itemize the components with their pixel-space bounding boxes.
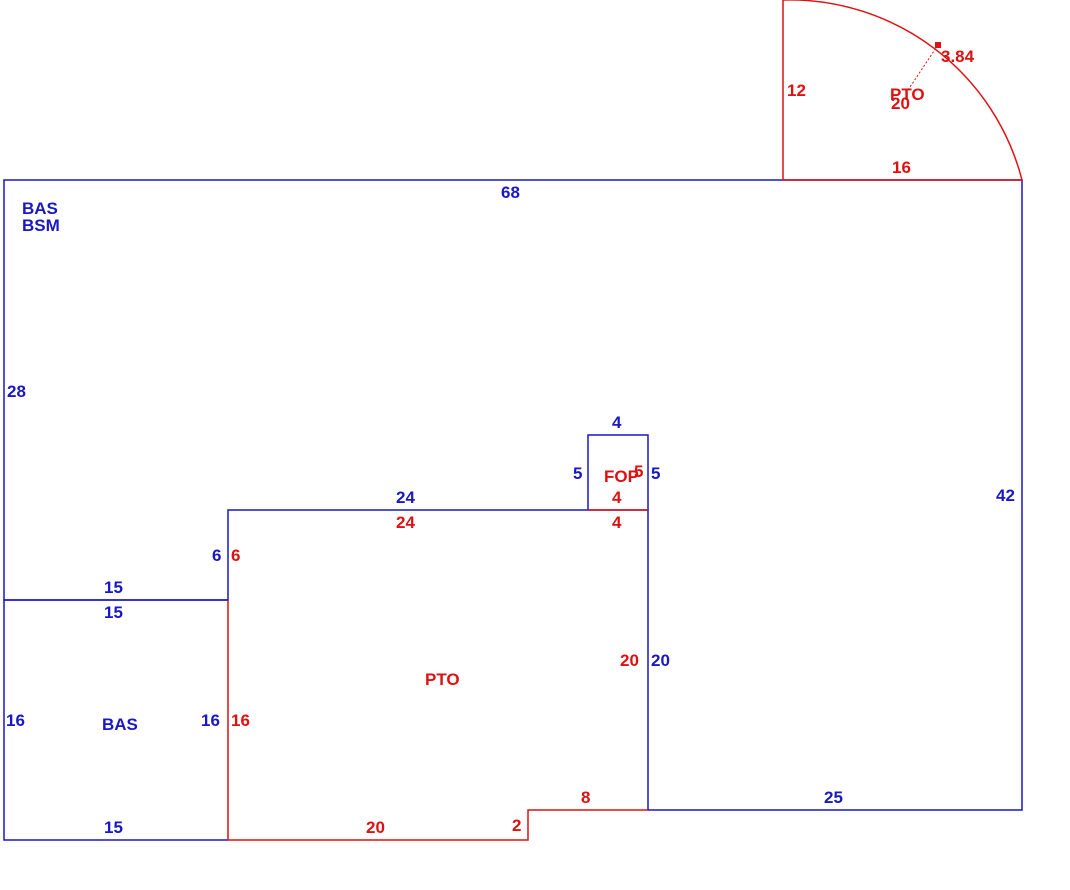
dim-lower-left-right-edge-red: 16 [231,711,250,730]
lower-left-area-code: BAS [102,715,138,734]
dim-quarter-vertical: 12 [787,81,806,100]
dim-porch-bottom-below: 4 [612,513,622,532]
dim-step-vertical-red: 6 [231,546,240,565]
quarter-radius-line [907,44,939,91]
dim-lower-left-bottom: 15 [104,818,123,837]
dim-quarter-radius: 20 [891,94,910,113]
dim-patio-notch: 2 [512,816,521,835]
main-area-outline [3,179,1023,811]
dim-step-top-red: 24 [396,513,415,532]
dim-left-upper-edge: 28 [7,382,26,401]
dim-left-mid-bottom: 15 [104,603,123,622]
porch-area-code: FOP [604,467,639,486]
dim-porch-top: 4 [612,413,622,432]
dim-porch-right-red: 5 [634,462,643,481]
dim-patio-bottom: 20 [366,818,385,837]
dim-porch-left: 5 [573,464,582,483]
dim-left-mid-top: 15 [104,578,123,597]
dim-porch-bottom: 4 [612,488,622,507]
dim-lower-left-right-edge: 16 [201,711,220,730]
dim-step-top: 24 [396,488,415,507]
dim-left-lower-edge: 16 [6,711,25,730]
dim-patio-right-blue: 20 [651,651,670,670]
patio-outline [227,600,648,841]
dim-patio-right: 20 [620,651,639,670]
dim-quarter-horizontal: 16 [892,158,911,177]
dim-right-edge: 42 [996,486,1015,505]
dim-top-edge: 68 [501,183,520,202]
patio-area-code: PTO [425,670,460,689]
quarter-circle-patio-outline [782,0,1023,181]
porch-outline [587,434,649,510]
dim-step-vertical: 6 [212,546,221,565]
dim-bottom-right-edge: 25 [824,788,843,807]
quarter-radius-marker [935,42,941,48]
main-area-code-bas: BAS [22,199,58,218]
dim-patio-bottom-step: 8 [581,788,590,807]
quarter-circle-area-code: PTO [890,85,925,104]
dim-quarter-arc: 3.84 [941,47,975,66]
main-area-code-bsm: BSM [22,216,60,235]
dim-porch-right: 5 [651,464,660,483]
lower-left-area-outline [3,599,228,841]
